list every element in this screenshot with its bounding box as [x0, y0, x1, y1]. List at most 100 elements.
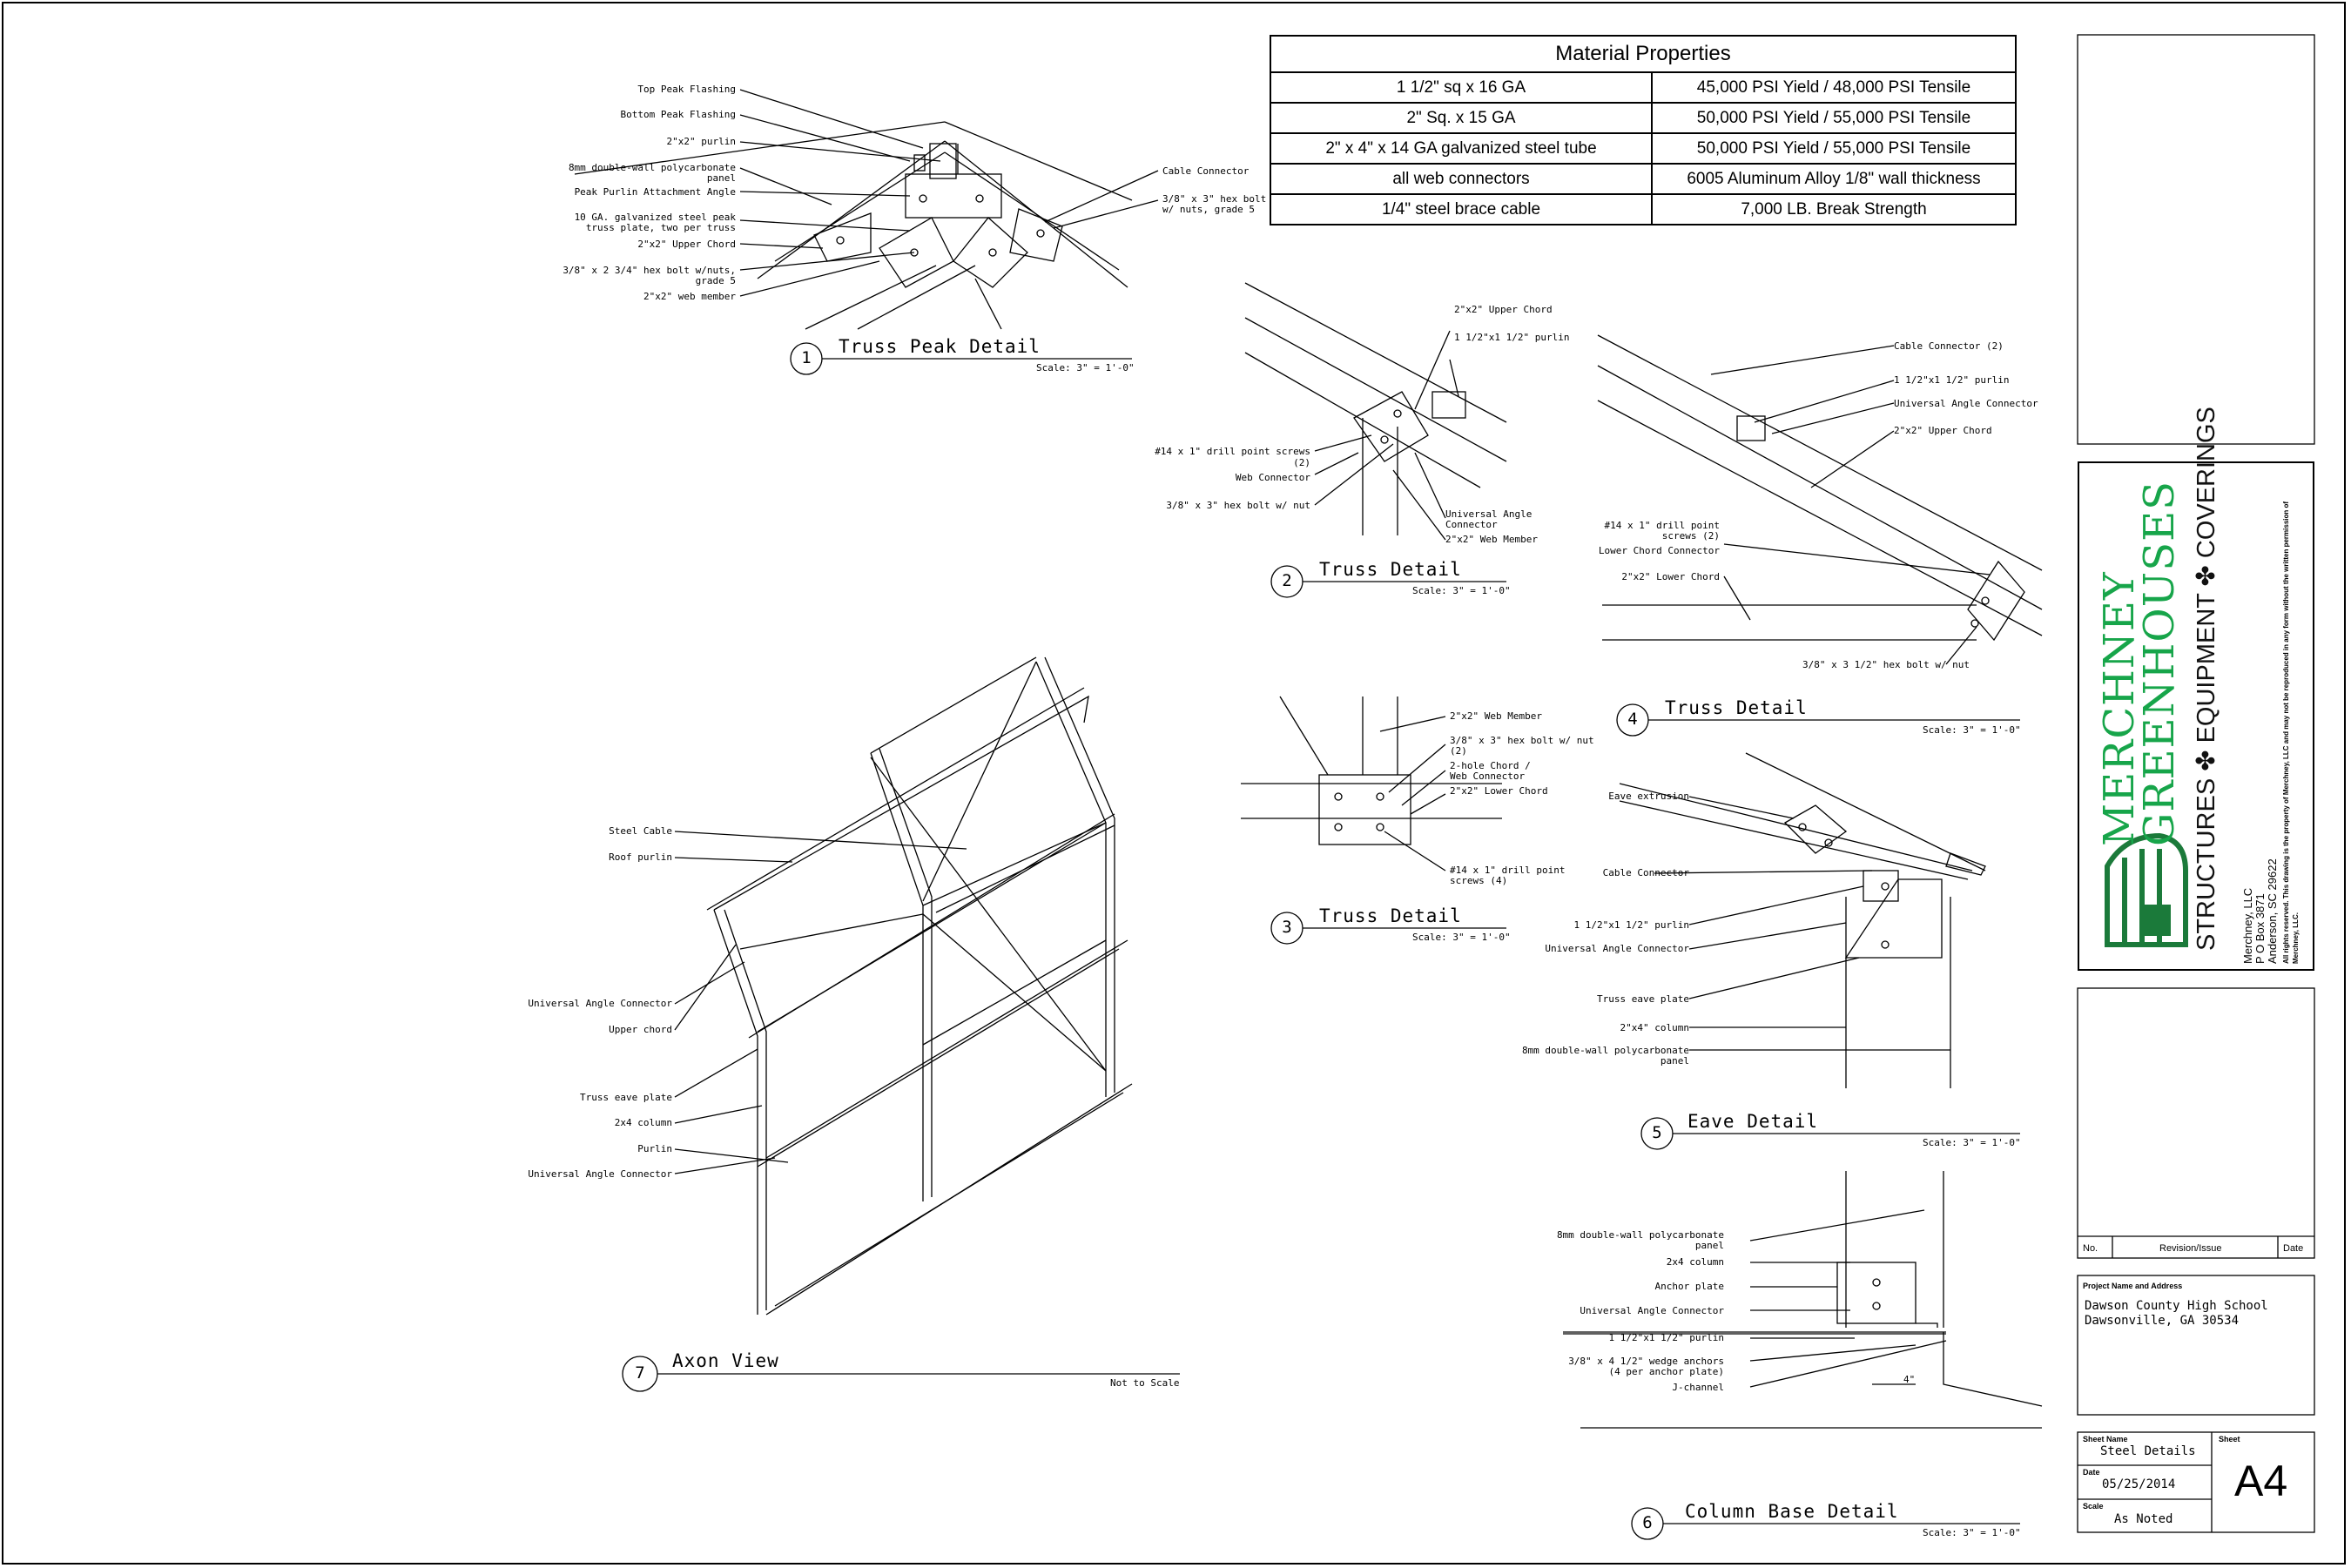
label: 1 1/2"x1 1/2" purlin: [1454, 332, 1570, 343]
rev-issue-header: Revision/Issue: [2159, 1243, 2222, 1254]
project-block: [2077, 1275, 2315, 1416]
label: 1 1/2"x1 1/2" purlin: [1573, 919, 1689, 931]
date-label: Date: [2083, 1468, 2100, 1477]
label: #14 x 1" drill point: [1450, 865, 1566, 876]
label: (2): [1450, 745, 1467, 757]
label: Purlin: [637, 1143, 672, 1154]
truss-detail-3: [1241, 696, 1506, 945]
label: Web Connector: [1450, 771, 1526, 782]
logo-text-greenhouses: GREENHOUSES: [2135, 480, 2184, 846]
label: 2x4 column: [614, 1117, 672, 1128]
detail-scale: Scale: 3" = 1'-0": [1923, 1527, 2021, 1538]
label: Top Peak Flashing: [637, 84, 736, 95]
label: (4 per anchor plate): [1608, 1366, 1724, 1377]
detail-number: 6: [1642, 1513, 1653, 1532]
detail-title: Axon View: [672, 1350, 779, 1371]
label: (2): [1293, 457, 1310, 468]
label: 10 GA. galvanized steel peak: [574, 212, 736, 223]
label: panel: [1694, 1240, 1724, 1251]
material-properties-title: Material Properties: [1270, 35, 2017, 73]
detail-scale: Scale: 3" = 1'-0": [1923, 724, 2021, 736]
eave-detail: [1619, 752, 2020, 1150]
detail-number: 4: [1627, 710, 1638, 729]
detail-number: 3: [1282, 918, 1292, 937]
label: truss plate, two per truss: [585, 222, 736, 233]
label: panel: [1660, 1055, 1689, 1067]
strength-cell: 45,000 PSI Yield / 48,000 PSI Tensile: [1651, 71, 2017, 104]
label: 2"x2" web member: [643, 291, 736, 302]
revision-block: [2077, 987, 2315, 1259]
rev-date-header: Date: [2283, 1243, 2304, 1254]
material-cell: all web connectors: [1270, 163, 1653, 195]
detail-scale: Scale: 3" = 1'-0": [1412, 932, 1511, 943]
detail-number: 5: [1652, 1123, 1662, 1142]
strength-cell: 50,000 PSI Yield / 55,000 PSI Tensile: [1651, 132, 2017, 165]
detail-title: Truss Detail: [1319, 559, 1462, 580]
label: Roof purlin: [609, 851, 672, 863]
company-city: Anderson, SC 29622: [2266, 858, 2279, 964]
label: Connector: [1445, 519, 1498, 530]
label: 3/8" x 3" hex bolt: [1162, 193, 1267, 205]
label: #14 x 1" drill point screws: [1155, 446, 1310, 457]
detail-number: 1: [801, 348, 812, 367]
label: w/ nuts, grade 5: [1162, 204, 1255, 215]
label: Universal Angle: [1445, 508, 1533, 520]
label: 2"x2" Upper Chord: [1894, 425, 1992, 436]
detail-title: Eave Detail: [1687, 1111, 1819, 1132]
label: Cable Connector: [1602, 867, 1689, 878]
label: Peak Purlin Attachment Angle: [574, 186, 736, 198]
detail-scale: Scale: 3" = 1'-0": [1036, 362, 1135, 373]
rev-no-header: No.: [2083, 1243, 2098, 1254]
material-cell: 2" x 4" x 14 GA galvanized steel tube: [1270, 132, 1653, 165]
strength-cell: 50,000 PSI Yield / 55,000 PSI Tensile: [1651, 102, 2017, 134]
detail-number: 2: [1282, 571, 1292, 590]
greenhouse-logo-icon: [2105, 832, 2188, 947]
company-logo-block: MERCHNEY GREENHOUSES STRUCTURES ✤ EQUIPM…: [2078, 407, 2314, 971]
label: Universal Angle Connector: [1894, 398, 2038, 409]
label: 2"x2" purlin: [666, 136, 736, 147]
label: 3/8" x 3" hex bolt w/ nut: [1166, 500, 1310, 511]
label: 3/8" x 2 3/4" hex bolt w/nuts,: [562, 265, 736, 276]
label: 2"x2" Lower Chord: [1621, 571, 1720, 582]
label: Lower Chord Connector: [1598, 545, 1720, 556]
label: Anchor plate: [1654, 1281, 1724, 1292]
material-cell: 1/4" steel brace cable: [1270, 193, 1653, 225]
sheet-scale: As Noted: [2114, 1512, 2173, 1526]
strength-cell: 6005 Aluminum Alloy 1/8" wall thickness: [1651, 163, 2017, 195]
sheet-date: 05/25/2014: [2102, 1477, 2176, 1491]
label: #14 x 1" drill point: [1604, 520, 1720, 531]
sheet-info-block: [2077, 1431, 2315, 1533]
label: 2x4 column: [1666, 1256, 1724, 1268]
truss-detail-2: [1244, 282, 1507, 598]
project-city: Dawsonville, GA 30534: [2085, 1314, 2240, 1328]
label: Cable Connector (2): [1894, 340, 2004, 352]
copyright-notice: All rights reserved. This drawing is the…: [2281, 476, 2300, 964]
sheet-name: Steel Details: [2100, 1444, 2196, 1458]
label: J-channel: [1672, 1382, 1724, 1393]
sheet-name-label: Sheet Name: [2083, 1435, 2128, 1444]
column-base-detail: [1563, 1171, 2043, 1540]
detail-scale: Scale: 3" = 1'-0": [1412, 585, 1511, 596]
label: Universal Angle Connector: [528, 1168, 672, 1180]
sheet-number: A4: [2234, 1457, 2288, 1505]
label: 1 1/2"x1 1/2" purlin: [1894, 374, 2010, 386]
label: 3/8" x 3 1/2" hex bolt w/ nut: [1802, 659, 1970, 670]
label: screws (2): [1661, 530, 1720, 542]
material-cell: 1 1/2" sq x 16 GA: [1270, 71, 1653, 104]
axon-view: [622, 656, 1180, 1392]
truss-detail-4: [1597, 334, 2043, 737]
label: Truss eave plate: [1597, 993, 1689, 1005]
truss-peak-detail: [574, 89, 1159, 375]
project-name: Dawson County High School: [2085, 1299, 2268, 1313]
label: 8mm double-wall polycarbonate: [1556, 1229, 1724, 1241]
project-label: Project Name and Address: [2083, 1282, 2183, 1290]
logo-tagline: STRUCTURES ✤ EQUIPMENT ✤ COVERINGS: [2193, 407, 2220, 951]
label: Cable Connector: [1162, 165, 1250, 177]
rights-text-1: All rights reserved. This drawing is the…: [2282, 548, 2290, 964]
